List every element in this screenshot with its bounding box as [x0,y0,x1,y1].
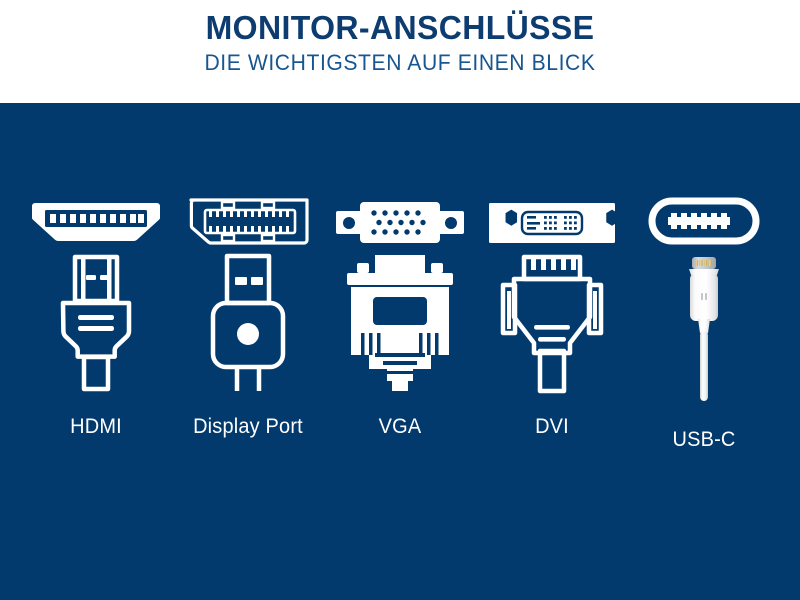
dvi-plug-icon [500,254,604,394]
connectors-panel: HDMI [0,103,800,600]
usbc-cable-slot [630,255,778,403]
hdmi-port-icon [32,203,160,241]
vga-port-slot [326,191,474,255]
displayport-plug-icon [210,253,286,391]
hdmi-plug-icon [60,254,132,392]
dvi-plug-slot [478,253,626,401]
vga-plug-slot [326,253,474,401]
displayport-port-slot [174,191,322,255]
usbc-cable-photo [689,257,719,401]
dvi-port-icon [489,203,616,243]
connector-label-hdmi: HDMI [70,415,122,438]
connector-label-dvi: DVI [535,415,569,438]
vga-port-icon [336,202,464,243]
connector-item-dvi: DVI [478,103,626,473]
connector-label-usbc: USB-C [672,428,736,451]
displayport-port-icon [189,198,309,245]
page-subtitle: DIE WICHTIGSTEN AUF EINEN BLICK [204,50,596,75]
hdmi-port-slot [22,191,170,255]
dvi-port-slot [478,191,626,255]
connector-item-usbc: USB-C [630,103,778,473]
displayport-plug-slot [174,253,322,401]
connector-item-displayport: Display Port [174,103,322,473]
connector-item-vga: VGA [326,103,474,473]
connector-item-hdmi: HDMI [22,103,170,473]
hdmi-plug-slot [22,253,170,401]
connector-label-vga: VGA [378,415,422,438]
connector-label-displayport: Display Port [193,415,303,438]
connectors-grid: HDMI [0,103,800,473]
vga-plug-icon [347,255,453,391]
usbc-port-slot [630,189,778,253]
usbc-port-icon [648,197,760,245]
header: MONITOR-ANSCHLÜSSE DIE WICHTIGSTEN AUF E… [0,0,800,103]
page-title: MONITOR-ANSCHLÜSSE [205,9,595,46]
